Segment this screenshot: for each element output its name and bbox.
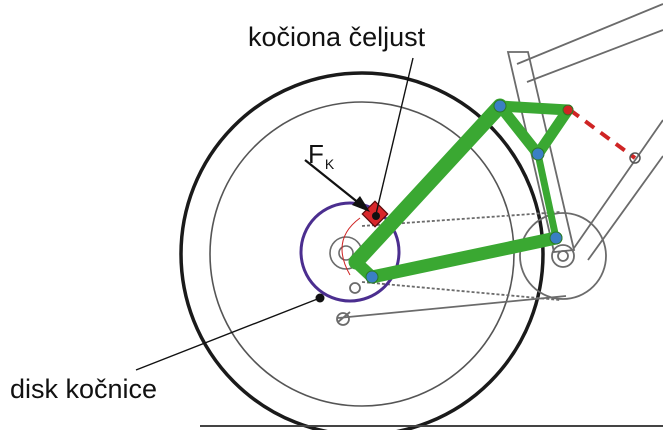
chainring xyxy=(519,212,607,300)
disc-force-arc xyxy=(341,217,361,276)
seat-stay xyxy=(348,98,508,270)
top-tube xyxy=(516,3,663,83)
disc-leader-line xyxy=(135,297,321,371)
disc-marker-dot xyxy=(315,293,325,303)
caliper-leader-line xyxy=(375,57,414,215)
chain-stay xyxy=(365,231,563,284)
shock-mount xyxy=(629,152,641,164)
bottom-bracket-axle xyxy=(557,250,569,262)
connecting-link xyxy=(534,150,560,242)
down-tube xyxy=(573,119,663,261)
chain-tensioner-pulley xyxy=(336,312,350,326)
rear-wheel xyxy=(179,71,545,430)
pivot-joints xyxy=(365,99,574,284)
label-force-sub: K xyxy=(325,156,335,172)
suspension-linkage xyxy=(348,98,574,284)
rocker-link xyxy=(494,100,574,160)
pivot-joint-icon xyxy=(365,270,379,284)
label-force: FK xyxy=(308,139,335,172)
caliper-marker-icon xyxy=(361,200,389,228)
brake-disc xyxy=(299,201,401,303)
derailleur-pulley xyxy=(349,282,361,294)
shock-pivot xyxy=(562,104,574,116)
label-force-main: F xyxy=(308,139,324,169)
force-arrow-icon xyxy=(304,159,370,212)
chain-tensioner xyxy=(337,295,567,323)
label-disc: disk kočnice xyxy=(10,374,157,404)
pivot-joint-icon xyxy=(549,231,563,245)
shock-absorber-dashed xyxy=(568,108,637,160)
bottom-bracket xyxy=(551,244,575,268)
hub-inner xyxy=(338,245,354,261)
wheel-rim-inner xyxy=(209,101,515,407)
wheel-tire-outer xyxy=(179,71,545,430)
label-caliper: kočiona čeljust xyxy=(248,22,426,52)
pivot-joint-icon xyxy=(531,147,545,161)
chain xyxy=(361,211,561,301)
pivot-joint-icon xyxy=(493,99,507,113)
